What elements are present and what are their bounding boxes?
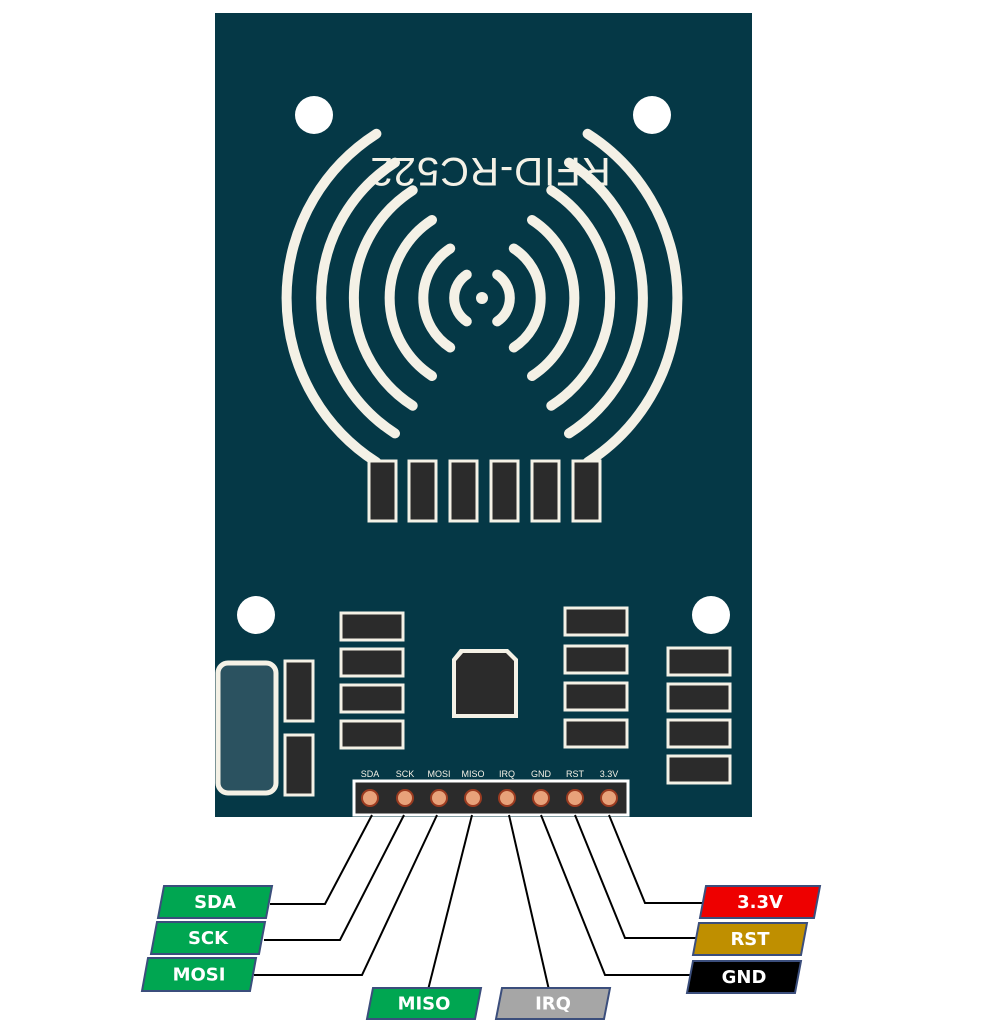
mounting-hole-top-right bbox=[633, 96, 671, 134]
pin-label-irq: IRQ bbox=[499, 769, 515, 779]
pin-tag-rst: RST bbox=[691, 922, 809, 956]
wire-miso bbox=[427, 814, 473, 991]
pin-label-miso: MISO bbox=[461, 769, 484, 779]
wire-rst bbox=[574, 814, 700, 939]
wire-sda bbox=[270, 814, 373, 905]
pin-tag-label: MISO bbox=[398, 994, 451, 1015]
antenna-wave-icon bbox=[281, 128, 683, 468]
pin-pad-rst bbox=[566, 789, 584, 807]
rc522-chip bbox=[452, 649, 518, 718]
pin-tag-gnd: GND bbox=[685, 960, 803, 994]
pin-label-mosi: MOSI bbox=[427, 769, 450, 779]
pin-tag-irq: IRQ bbox=[494, 987, 612, 1020]
pin-tag-label: SDA bbox=[194, 892, 236, 913]
wire-gnd bbox=[540, 814, 690, 976]
pin-pad-mosi bbox=[430, 789, 448, 807]
pin-label-gnd: GND bbox=[531, 769, 552, 779]
pin-pad-gnd bbox=[532, 789, 550, 807]
pin-tag-label: IRQ bbox=[535, 994, 571, 1015]
board-title: RFID-RC522 bbox=[369, 149, 610, 193]
resistor-column-center-right bbox=[563, 606, 629, 749]
pin-label-sck: SCK bbox=[396, 769, 415, 779]
resistor-column-right bbox=[666, 646, 732, 785]
pin-tag-label: GND bbox=[722, 967, 767, 988]
wire-irq bbox=[508, 814, 550, 991]
pin-pad-sda bbox=[361, 789, 379, 807]
pin-tag-3-3v: 3.3V bbox=[698, 885, 822, 919]
crystal-capacitors bbox=[283, 659, 315, 797]
wire-mosi bbox=[254, 814, 438, 976]
capacitor-row bbox=[367, 459, 602, 523]
pin-pads bbox=[361, 789, 618, 807]
pin-tag-label: 3.3V bbox=[737, 892, 783, 913]
pin-wires bbox=[254, 814, 706, 991]
pin-tag-label: SCK bbox=[188, 928, 229, 949]
pin-label-3-3v: 3.3V bbox=[600, 769, 619, 779]
mounting-hole-bottom-right bbox=[692, 596, 730, 634]
pin-tag-sck: SCK bbox=[149, 921, 267, 955]
pin-pad-miso bbox=[464, 789, 482, 807]
wire-3-3v bbox=[608, 814, 706, 904]
pin-tag-label: RST bbox=[730, 929, 770, 950]
pin-label-sda: SDA bbox=[361, 769, 380, 779]
pin-tag-mosi: MOSI bbox=[140, 957, 258, 992]
resistor-column-left bbox=[339, 611, 405, 750]
pin-tag-miso: MISO bbox=[365, 987, 483, 1020]
pin-tag-label: MOSI bbox=[173, 965, 226, 986]
mounting-hole-top-left bbox=[295, 96, 333, 134]
crystal-oscillator bbox=[215, 660, 279, 796]
pin-pad-sck bbox=[396, 789, 414, 807]
pin-header: SDA SCK MOSI MISO IRQ GND RST 3.3V bbox=[352, 769, 630, 817]
pin-labels: SDA SCK MOSI MISO IRQ GND RST 3.3V bbox=[361, 769, 619, 779]
mounting-hole-bottom-left bbox=[237, 596, 275, 634]
pin-tags: SDA SCK MOSI MISO IRQ GND RST 3.3V bbox=[140, 885, 822, 1020]
pin-tag-sda: SDA bbox=[156, 885, 274, 919]
wire-sck bbox=[264, 814, 405, 941]
pin-pad-irq bbox=[498, 789, 516, 807]
pin-label-rst: RST bbox=[566, 769, 585, 779]
pin-pad-3-3v bbox=[600, 789, 618, 807]
